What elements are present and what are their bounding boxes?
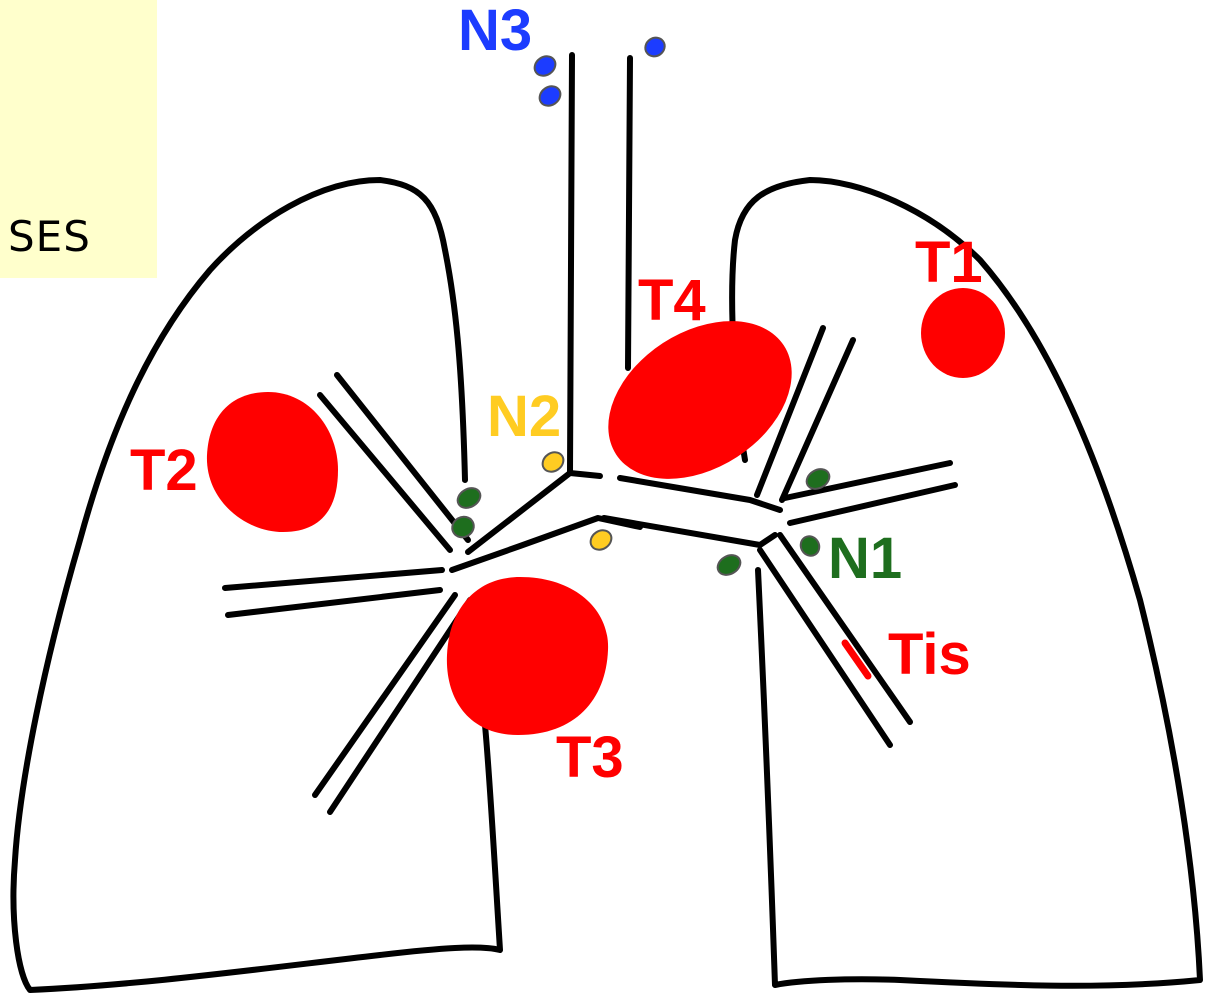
n1-node-5 [714, 551, 744, 579]
n3-node-2 [536, 82, 564, 109]
label-n2: N2 [487, 384, 561, 449]
right-middle-branch-b [228, 590, 440, 615]
right-upper-branch-a [320, 395, 450, 550]
tumors [207, 288, 1005, 735]
right-main-bronchus-upper [468, 473, 570, 552]
label-t4: T4 [638, 268, 706, 333]
n1-node-1 [454, 484, 484, 512]
right-upper-branch-b [337, 375, 468, 540]
n3-node-3 [642, 34, 669, 60]
lung-outlines [13, 55, 1200, 990]
label-t2: T2 [130, 438, 198, 503]
carina-center [570, 473, 600, 476]
label-n1: N1 [828, 526, 902, 591]
n3-node-1 [531, 52, 559, 79]
n2-node-1 [539, 448, 567, 475]
left-main-bronchus-lower [604, 518, 775, 545]
tumor-t1 [921, 288, 1005, 378]
n2-node-2 [587, 526, 615, 553]
right-middle-branch-a [225, 570, 442, 588]
right-lower-branch-a [315, 595, 455, 795]
n1-node-4 [797, 533, 823, 559]
tumor-t3 [447, 577, 608, 735]
label-tis: Tis [888, 622, 971, 687]
trachea-left-wall [570, 55, 572, 473]
label-t3: T3 [556, 725, 624, 790]
tumor-t2 [207, 392, 338, 532]
right-lower-branch-b [330, 600, 470, 812]
label-n3: N3 [458, 0, 532, 63]
label-t1: T1 [915, 230, 983, 295]
trachea-right-wall [628, 58, 630, 368]
